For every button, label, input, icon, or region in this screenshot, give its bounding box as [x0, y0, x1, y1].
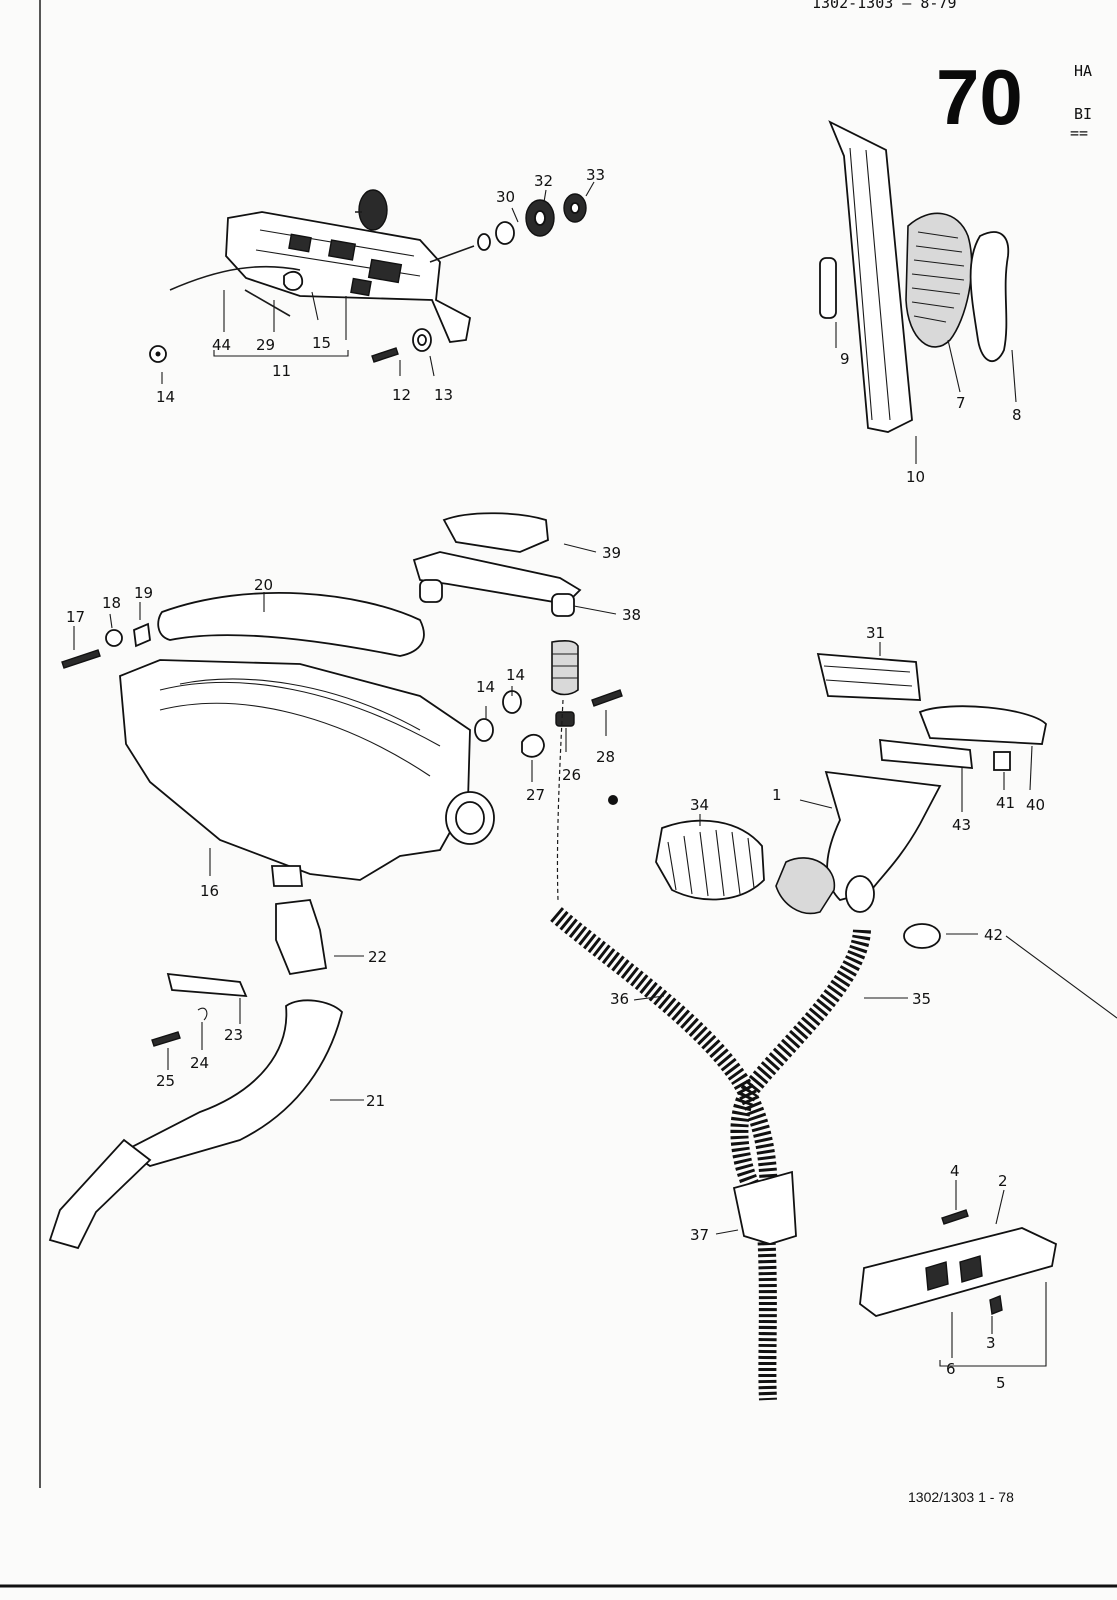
callout-3: 3: [986, 1334, 996, 1352]
callout-19: 19: [134, 584, 153, 602]
lower-control-assembly: [859, 1209, 1058, 1317]
callout-39: 39: [602, 544, 621, 562]
top-reference: 1302-1303 — 8-79: [812, 0, 957, 12]
callout-27: 27: [526, 786, 545, 804]
upper-center-vent: [412, 512, 582, 696]
callout-6: 6: [946, 1360, 956, 1378]
callout-29: 29: [256, 336, 275, 354]
page-number: 70: [936, 53, 1023, 141]
callout-18: 18: [102, 594, 121, 612]
callout-2: 2: [998, 1172, 1008, 1190]
lower-left-ducts: [48, 899, 343, 1250]
callout-41: 41: [996, 794, 1015, 812]
callout-22: 22: [368, 948, 387, 966]
callout-24: 24: [190, 1054, 209, 1072]
callout-30: 30: [496, 188, 515, 206]
callout-16: 16: [200, 882, 219, 900]
header-title-line-2: BI: [1074, 105, 1092, 123]
callout-10: 10: [906, 468, 925, 486]
callout-34: 34: [690, 796, 709, 814]
callout-44: 44: [212, 336, 231, 354]
callout-43: 43: [952, 816, 971, 834]
callout-36: 36: [610, 990, 629, 1008]
footer-reference: 1302/1303 1 - 78: [908, 1489, 1014, 1505]
callout-8: 8: [1012, 406, 1022, 424]
leader-lines: [73, 181, 1117, 1367]
callout-21: 21: [366, 1092, 385, 1110]
callout-4: 4: [950, 1162, 960, 1180]
callout-11: 11: [272, 362, 291, 380]
callout-13: 13: [434, 386, 453, 404]
callout-7: 7: [956, 394, 966, 412]
callout-31: 31: [866, 624, 885, 642]
callout-17: 17: [66, 608, 85, 626]
defroster-outlet-assembly: [655, 653, 1047, 949]
callout-12: 12: [392, 386, 411, 404]
callout-20: 20: [254, 576, 273, 594]
callout-28: 28: [596, 748, 615, 766]
header-title-line-1: HA: [1074, 62, 1092, 80]
callout-25: 25: [156, 1072, 175, 1090]
callout-26: 26: [562, 766, 581, 784]
callout-32: 32: [534, 172, 553, 190]
callout-labels: 1 2 3 4 5 6 7 8 9 10 11 12 13 14 14 14 1…: [66, 166, 1045, 1392]
callout-40: 40: [1026, 796, 1045, 814]
callout-14-top: 14: [156, 388, 175, 406]
callout-14-left: 14: [476, 678, 495, 696]
callout-14-right: 14: [506, 666, 525, 684]
control-panel-assembly: [149, 189, 587, 363]
callout-38: 38: [622, 606, 641, 624]
callout-42: 42: [984, 926, 1003, 944]
callout-23: 23: [224, 1026, 243, 1044]
callout-33: 33: [586, 166, 605, 184]
callout-5: 5: [996, 1374, 1006, 1392]
callout-9: 9: [840, 350, 850, 368]
air-hoses: [550, 699, 871, 1401]
callout-37: 37: [690, 1226, 709, 1244]
callout-15: 15: [312, 334, 331, 352]
header-title-underline: ==: [1070, 124, 1088, 142]
side-vent-assembly: [819, 120, 1010, 433]
heater-box-assembly: [119, 591, 495, 887]
callout-35: 35: [912, 990, 931, 1008]
callout-1: 1: [772, 786, 782, 804]
